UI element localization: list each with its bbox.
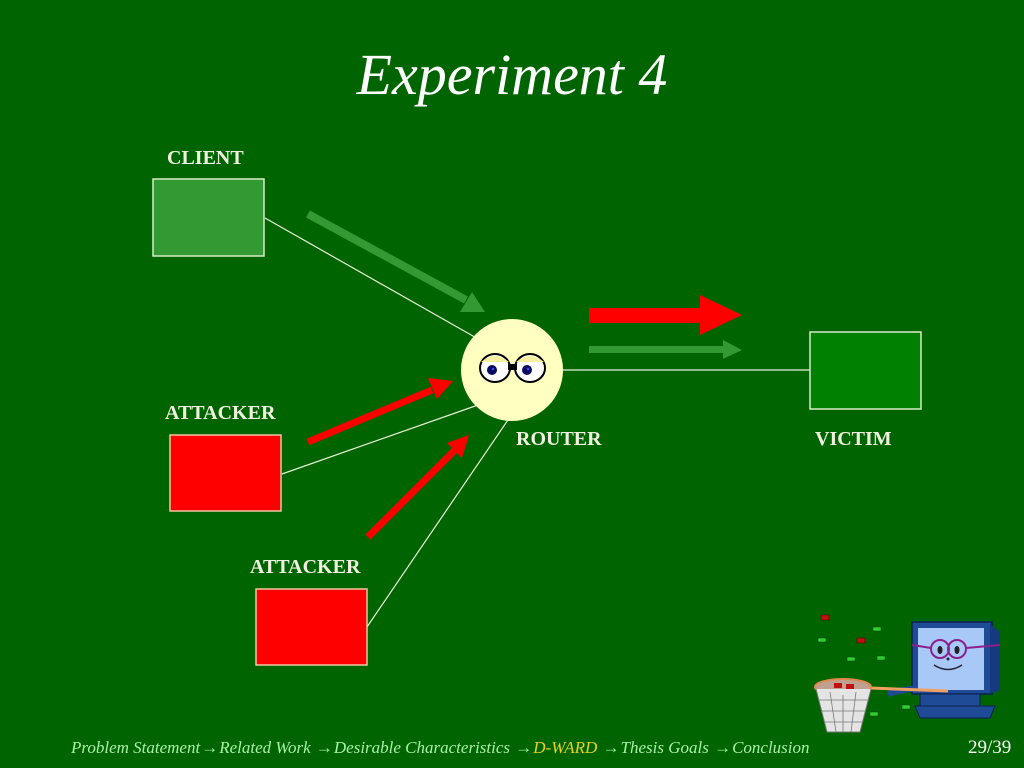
client-label: CLIENT bbox=[167, 147, 244, 169]
flow-arrow-attacker2 bbox=[365, 435, 469, 540]
nav-thesis-goals[interactable]: Thesis Goals bbox=[620, 738, 709, 757]
link-attacker2-router bbox=[366, 413, 513, 628]
breadcrumb: Problem Statement→Related Work →Desirabl… bbox=[71, 738, 810, 758]
router-label: ROUTER bbox=[516, 428, 602, 450]
nav-desirable-characteristics[interactable]: Desirable Characteristics bbox=[333, 738, 511, 757]
flow-arrow-client bbox=[306, 210, 485, 312]
nav-d-ward[interactable]: D-WARD bbox=[533, 738, 598, 757]
eyes-icon bbox=[478, 353, 547, 383]
victim-label: VICTIM bbox=[815, 428, 892, 450]
attacker-label-2: ATTACKER bbox=[250, 556, 361, 578]
attacker-node-1 bbox=[169, 434, 282, 512]
computer-catching-packets-icon bbox=[814, 614, 1001, 733]
arrow-icon: → bbox=[515, 738, 533, 757]
arrow-icon: → bbox=[602, 738, 620, 757]
arrow-icon: → bbox=[714, 738, 732, 757]
flow-arrow-router-victim-legit bbox=[589, 340, 742, 359]
attacker-node-2 bbox=[255, 588, 368, 666]
arrow-icon: → bbox=[315, 738, 333, 757]
link-client-router bbox=[264, 217, 481, 341]
slide-title: Experiment 4 bbox=[356, 42, 668, 107]
nav-problem-statement[interactable]: Problem Statement bbox=[71, 738, 201, 757]
router-node bbox=[461, 319, 563, 421]
flow-arrow-attacker1 bbox=[306, 378, 453, 446]
footer-nav-bar: Problem Statement→Related Work →Desirabl… bbox=[0, 736, 1024, 764]
client-node bbox=[152, 178, 265, 257]
page-number: 29/39 bbox=[968, 737, 1012, 758]
attacker-label-1: ATTACKER bbox=[165, 402, 276, 424]
nav-conclusion[interactable]: Conclusion bbox=[732, 738, 810, 757]
nav-related-work[interactable]: Related Work bbox=[219, 738, 311, 757]
link-attacker1-router bbox=[281, 404, 479, 475]
flow-arrow-router-victim-attack bbox=[589, 295, 742, 335]
arrow-icon: → bbox=[201, 738, 219, 757]
victim-node bbox=[809, 331, 922, 410]
